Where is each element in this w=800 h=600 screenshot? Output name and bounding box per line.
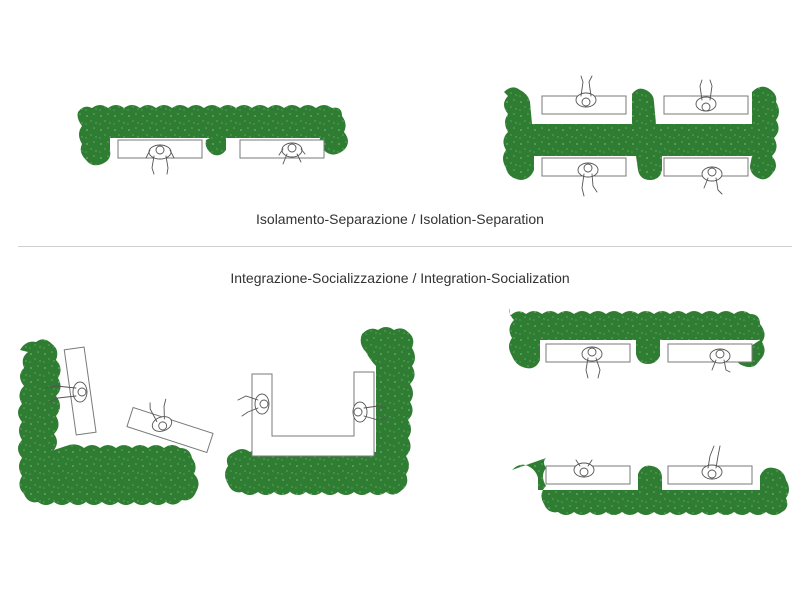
person-integration-8 xyxy=(701,445,723,480)
person-integration-7 xyxy=(573,459,595,478)
hedge-integration-upper xyxy=(509,308,765,369)
person-isolation-4 xyxy=(695,79,717,112)
caption-isolation: Isolamento-Separazione / Isolation-Separ… xyxy=(256,211,544,227)
bench-integration-4 xyxy=(667,343,753,363)
section-divider xyxy=(18,246,792,247)
person-integration-5 xyxy=(581,346,603,379)
person-integration-3 xyxy=(237,393,270,417)
hedge-isolation-right xyxy=(503,86,779,180)
bench-integration-2 xyxy=(126,406,214,454)
hedge-isolation-left xyxy=(77,105,348,166)
caption-integration: Integrazione-Socializzazione / Integrati… xyxy=(230,270,570,286)
hedge-integration-corner xyxy=(18,339,199,505)
person-isolation-2 xyxy=(278,142,306,165)
hedge-integration-lower xyxy=(512,458,789,515)
person-isolation-6 xyxy=(701,166,723,195)
person-integration-1 xyxy=(45,381,88,403)
person-integration-2 xyxy=(149,398,173,432)
bench-integration-u xyxy=(251,371,375,457)
person-integration-4 xyxy=(352,401,387,423)
person-integration-6 xyxy=(709,348,731,373)
person-isolation-3 xyxy=(575,75,597,108)
person-isolation-1 xyxy=(145,144,175,175)
person-isolation-5 xyxy=(577,162,599,197)
